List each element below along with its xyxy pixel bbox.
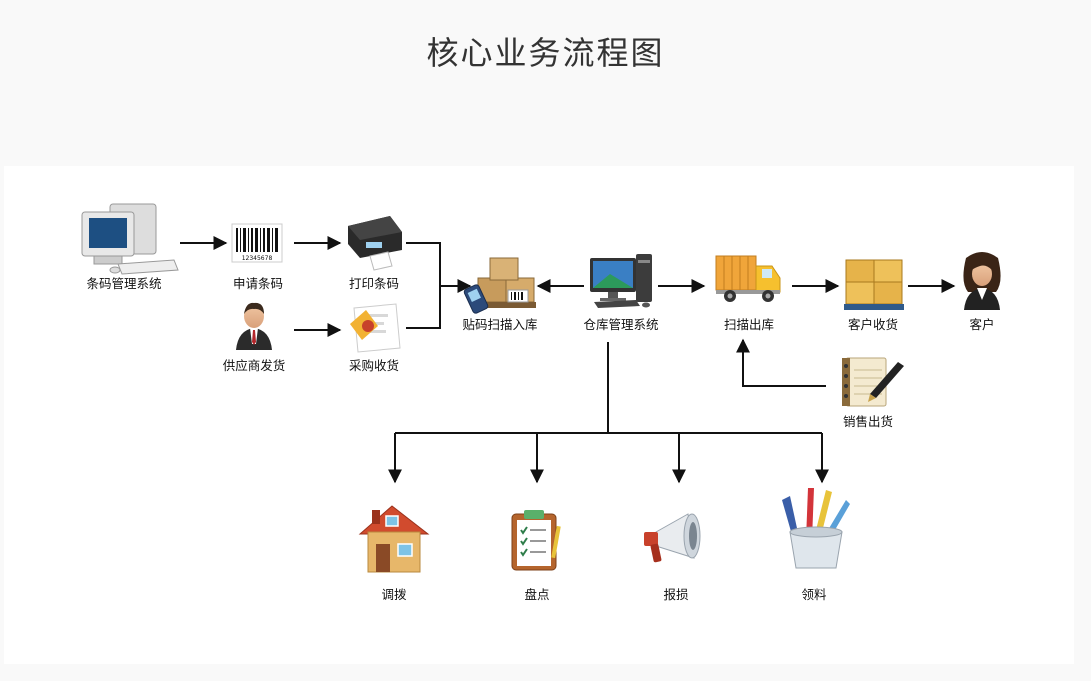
label-customer-receive: 客户收货	[848, 317, 898, 332]
diagram-panel	[4, 166, 1074, 664]
page-title: 核心业务流程图	[426, 34, 665, 72]
barcode-icon: 12345678	[231, 223, 283, 263]
label-inventory: 盘点	[524, 587, 549, 602]
label-barcode-system: 条码管理系统	[86, 276, 161, 291]
label-apply-barcode: 申请条码	[233, 276, 283, 291]
printer-icon	[348, 216, 402, 271]
arrow-sales-to-outbound	[736, 338, 826, 387]
connectors	[180, 236, 956, 484]
label-purchase-receive: 采购收货	[349, 358, 399, 373]
label-scan-outbound: 扫描出库	[724, 317, 774, 332]
arrow-print-to-inbound	[406, 242, 472, 293]
label-supplier-ship: 供应商发货	[223, 358, 286, 373]
label-sales-ship: 销售出货	[843, 414, 893, 429]
label-damage-report: 报损	[663, 587, 689, 602]
barcode-number: 12345678	[242, 255, 273, 262]
businessman-icon	[236, 302, 272, 350]
pallet-boxes-icon	[844, 259, 904, 310]
label-transfer: 调拨	[381, 587, 407, 602]
arrow-purchase-to-inbound	[406, 286, 441, 329]
notepad-pen-icon	[842, 357, 904, 407]
boxes-scanner-icon	[463, 257, 536, 314]
house-icon	[358, 505, 430, 573]
megaphone-icon	[644, 513, 701, 563]
desktop-computer-icon	[590, 254, 652, 308]
clipboard-checklist-icon	[511, 510, 561, 571]
truck-icon	[715, 255, 781, 302]
label-requisition: 领料	[801, 587, 827, 602]
label-customer: 客户	[969, 317, 994, 332]
pencil-cup-icon	[782, 488, 850, 569]
computer-icon	[81, 203, 179, 275]
label-print-barcode: 打印条码	[349, 276, 399, 291]
label-warehouse-system: 仓库管理系统	[583, 317, 658, 332]
receipt-icon	[350, 303, 401, 353]
businesswoman-icon	[963, 252, 1001, 310]
label-scan-inbound: 贴码扫描入库	[462, 317, 537, 332]
